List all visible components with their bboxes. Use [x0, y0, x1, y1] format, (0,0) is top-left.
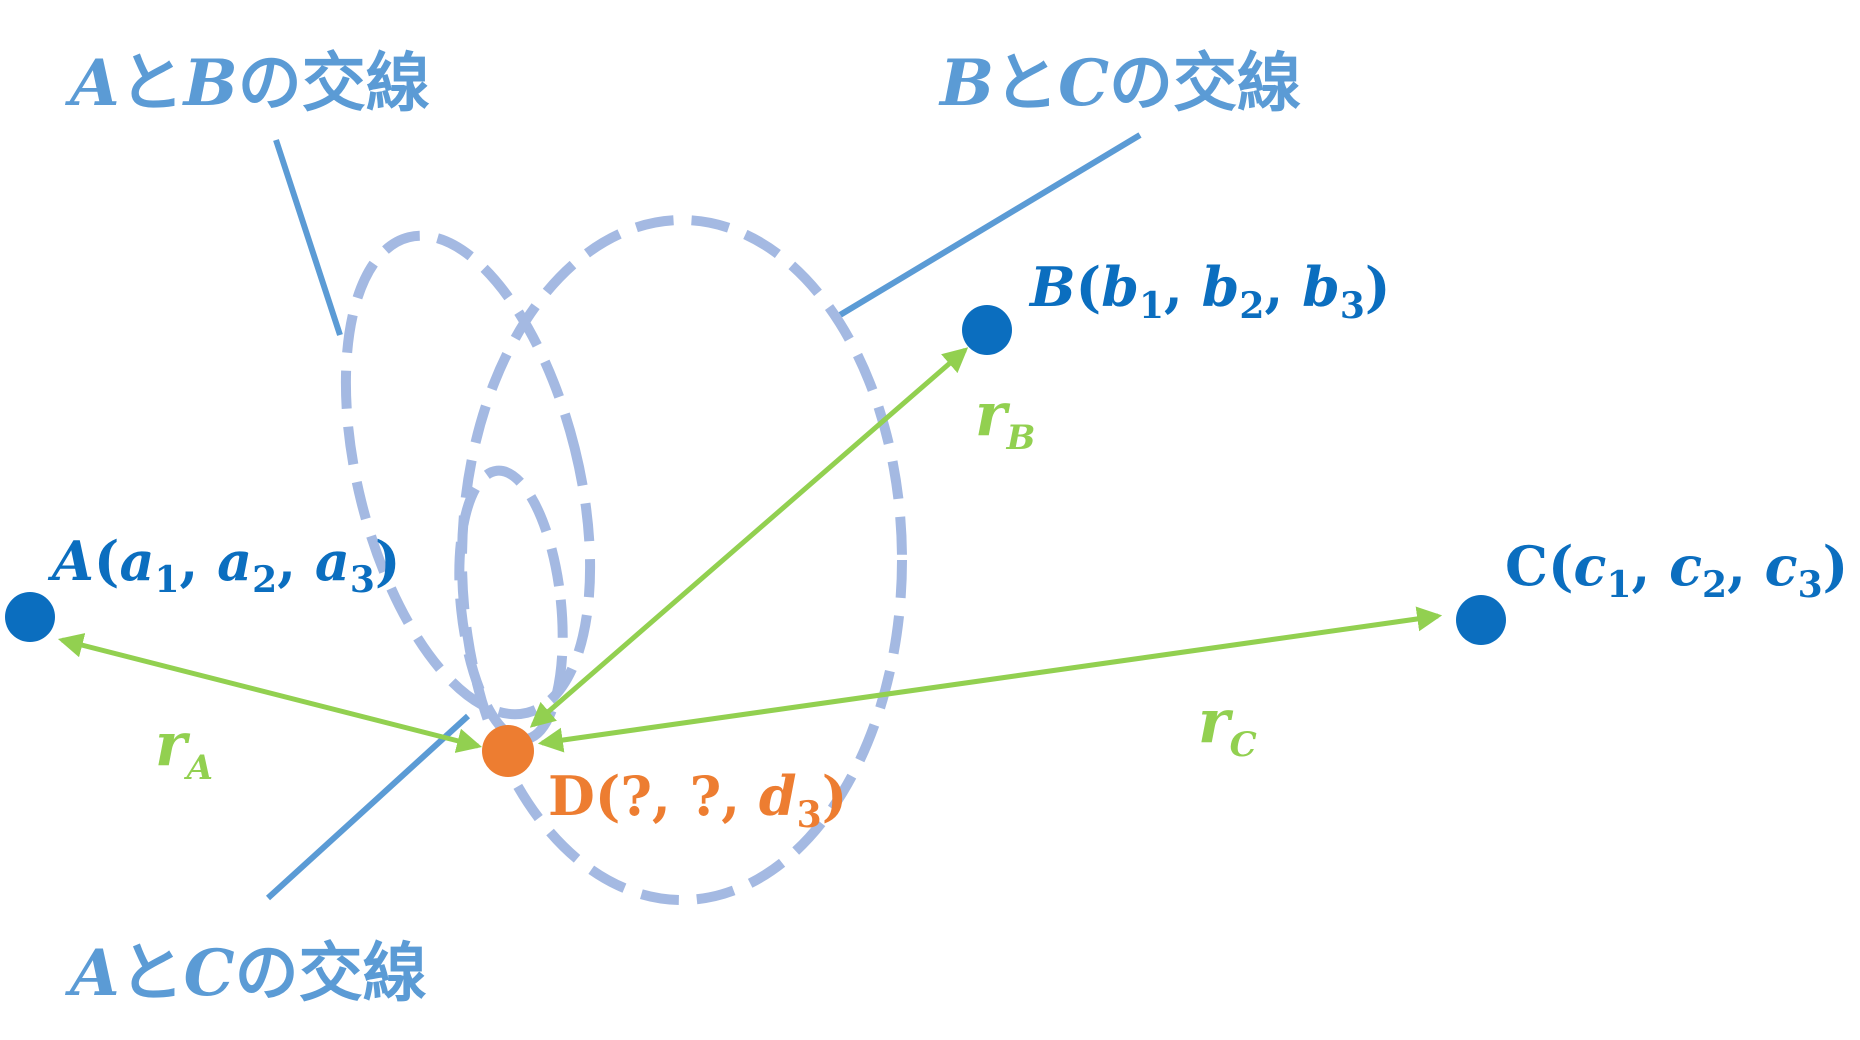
label-radius-c: rC — [1198, 687, 1257, 765]
label-ab-intersection: AとBの交線 — [65, 46, 430, 121]
point-d — [482, 725, 534, 777]
label-point-b: B(b1, b2, b3) — [1028, 255, 1390, 327]
ab-intersection-line — [273, 139, 343, 336]
label-bc-intersection: BとCの交線 — [938, 46, 1301, 121]
ac-intersection-line — [265, 713, 471, 901]
label-point-c: C(c1, c2, c3) — [1505, 534, 1848, 606]
point-c — [1456, 595, 1506, 645]
bc-intersection-line — [838, 132, 1142, 318]
label-radius-a: rA — [155, 710, 213, 788]
point-a — [5, 592, 55, 642]
label-radius-b: rB — [975, 380, 1035, 458]
radius-a-arrow — [57, 633, 483, 753]
label-point-d: D(?, ?, d3) — [548, 764, 847, 836]
label-ac-intersection: AとCの交線 — [65, 936, 427, 1011]
point-b — [962, 305, 1012, 355]
radius-c-arrow — [537, 606, 1443, 753]
label-point-a: A(a1, a2, a3) — [47, 529, 400, 601]
